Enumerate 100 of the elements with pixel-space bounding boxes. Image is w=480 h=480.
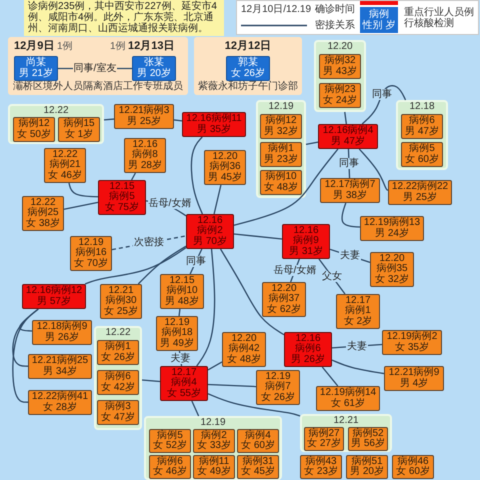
edge-label: 次密接 [133, 237, 165, 248]
case-text: 女 46岁 [153, 467, 187, 478]
edge-label: 父女 [321, 271, 343, 282]
case-box [316, 386, 380, 411]
case-text: 病例2 [201, 430, 227, 440]
case-text: 12.16病例11 [186, 114, 242, 124]
connector-line [64, 202, 98, 210]
case-text: 男 32岁 [264, 126, 298, 137]
case-text: 病例30 [105, 296, 137, 306]
edge-label: 同事 [370, 89, 393, 100]
case-box [237, 455, 279, 479]
case-box [370, 252, 414, 287]
case-box [124, 138, 166, 173]
case-text: 病例37 [268, 294, 300, 304]
case-text: 男 57岁 [37, 296, 71, 307]
legend-text: 重点行业人员例行核酸检测 [404, 7, 475, 29]
connector-line [191, 400, 200, 416]
case-text: 男 45岁 [208, 172, 242, 184]
case-text: 女 26岁 [231, 68, 265, 79]
case-box [149, 429, 191, 453]
case-box [160, 274, 204, 309]
case-text: 病例4 [245, 430, 271, 440]
case-text: 女 70岁 [74, 258, 108, 270]
case-text: 郭某 [238, 58, 258, 68]
index-case-box [284, 332, 332, 367]
connector-line [104, 118, 114, 121]
case-text: 病例46 [397, 456, 429, 466]
case-text: 12.16 [293, 226, 319, 236]
case-text: 女 55岁 [167, 388, 201, 400]
case-text: 女 27岁 [307, 439, 341, 450]
case-text: 12.16 [295, 334, 321, 344]
case-box [193, 455, 235, 479]
case-box [100, 284, 142, 319]
case-text: 12.17病例7 [324, 180, 376, 190]
case-text: 男 35岁 [197, 124, 231, 135]
date-sample-text: 12月10日/12.19 [241, 4, 312, 15]
case-text: 病例6 [105, 372, 131, 382]
connector-line [213, 184, 222, 214]
case-text: 病例11 [198, 456, 230, 466]
case-text: 女 60岁 [405, 154, 439, 165]
worker-case-box [226, 56, 270, 81]
case-box [319, 54, 361, 79]
connector-line [142, 379, 160, 382]
case-text: 病例42 [228, 344, 260, 354]
case-text: 病例35 [376, 264, 408, 274]
case-box [304, 427, 344, 451]
case-text: 女 23岁 [304, 467, 338, 478]
case-text: 12.19病例2 [386, 332, 438, 342]
connector-line [234, 148, 338, 226]
connector-line [348, 148, 350, 178]
case-text: 女 60岁 [396, 467, 430, 478]
group-date: 12.21 [333, 416, 359, 426]
case-text: 男 49岁 [160, 338, 194, 350]
case-box [13, 117, 55, 142]
case-text: 男 21岁 [19, 68, 53, 79]
case-text: 12.17 [345, 296, 371, 306]
case-box [260, 114, 302, 139]
date-panel [8, 37, 188, 95]
case-box [22, 196, 64, 231]
connector-line [208, 384, 256, 388]
case-text: 女 75岁 [105, 202, 139, 214]
legend-text: 密接关系 [315, 20, 355, 31]
case-text: 12.20 [231, 334, 257, 344]
edge-label: 同事 [185, 256, 207, 267]
case-text: 女 1岁 [64, 130, 94, 140]
date-group-panel [300, 414, 392, 452]
case-text: 张某 [144, 58, 164, 68]
connector-line [362, 85, 406, 124]
case-text: 女 46岁 [48, 170, 82, 182]
connector-line [234, 233, 282, 240]
place-caption: 紫薇永和坊子午门诊部 [198, 81, 298, 92]
place-caption: 灞桥区境外人员隔离酒店工作专班成员 [13, 81, 183, 92]
case-text: 12.18病例9 [36, 322, 88, 332]
case-text: 病例18 [161, 328, 193, 338]
case-box [114, 104, 174, 129]
case-box [401, 114, 443, 139]
connector-line [178, 308, 181, 316]
case-text: 男 47岁 [331, 136, 365, 147]
group-date: 12.22 [43, 106, 69, 116]
case-text: 病例2 [197, 226, 223, 236]
case-text: 病例36 [209, 162, 241, 172]
case-text: 12.21病例3 [118, 106, 170, 116]
case-text: 病例1 [345, 306, 371, 316]
date-group-panel [144, 416, 282, 480]
date-group-panel [396, 100, 448, 170]
case-box [336, 294, 380, 329]
case-text: 女 2岁 [344, 316, 372, 328]
connector-line [220, 248, 284, 336]
case-text: 病例32 [324, 56, 356, 66]
case-text: 病例23 [324, 85, 356, 95]
connector-line [68, 182, 98, 198]
case-text: 女 50岁 [17, 130, 51, 140]
case-text: 男 25岁 [403, 192, 437, 203]
connector-line [138, 246, 186, 284]
case-box [70, 236, 112, 271]
connector-line [196, 248, 216, 366]
case-text: 男 4岁 [400, 378, 428, 389]
case-text: 女 38岁 [26, 218, 60, 230]
case-text: 女 32岁 [375, 274, 409, 286]
connector-line [12, 308, 39, 403]
